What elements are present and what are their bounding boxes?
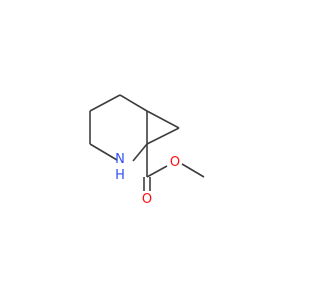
bond-n-c6 [132, 143, 148, 162]
bond-ccarbonyl-oester [146, 165, 168, 178]
bond-c5-c7 [146, 110, 180, 129]
atom-n-label: N [115, 152, 125, 167]
molecule-structure: N H O O [89, 94, 205, 207]
atom-carbonyl-o-label: O [142, 192, 152, 207]
atom-nh-label: H [115, 168, 125, 183]
bond-c7-c6 [146, 127, 180, 145]
bond-c2-c1 [89, 143, 118, 161]
bond-c3-c4 [89, 94, 121, 112]
bond-oester-methyl [181, 163, 205, 178]
structure-canvas: N H O O [89, 94, 205, 207]
atom-ester-o-label: O [170, 155, 180, 170]
bond-c4-c5 [119, 94, 148, 112]
